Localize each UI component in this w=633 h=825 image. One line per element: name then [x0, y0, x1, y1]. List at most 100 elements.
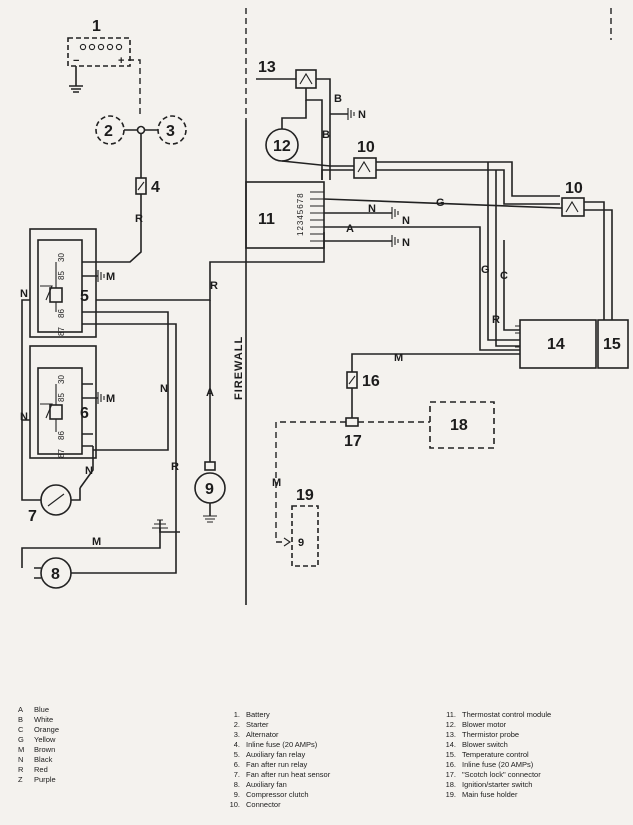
component-list-item-code: 14.: [445, 740, 456, 749]
ground-icon: [97, 270, 105, 282]
component-list-item-text: Blower motor: [462, 720, 507, 729]
color-key-item: N Black: [18, 755, 59, 765]
component-list-item: 1.Battery: [226, 710, 330, 720]
color-key-item-text: Blue: [34, 705, 50, 714]
wire-label-a: A: [206, 387, 214, 399]
component-list-item: 18.Ignition/starter switch: [442, 780, 551, 790]
component-list-item-text: Thermistor probe: [462, 730, 520, 739]
component-list-item-text: Compressor clutch: [246, 790, 309, 799]
color-key-item-text: White: [34, 715, 54, 724]
wire-label-r: R: [210, 280, 218, 292]
label-connector-upper: 10: [357, 139, 375, 156]
color-key-item-code: C: [18, 725, 24, 734]
wire-label-n: N: [402, 237, 410, 249]
ground-icon: [347, 108, 355, 120]
component-list-item-code: 9.: [233, 790, 240, 799]
wire-label-c: C: [500, 270, 508, 282]
wire-label-m: M: [272, 477, 281, 489]
pin-86: 86: [57, 309, 66, 318]
component-list-item: 7.Fan after run heat sensor: [226, 770, 330, 780]
wire-label-m: M: [106, 393, 115, 405]
main-fuse-pin: 9: [298, 537, 304, 549]
component-list-item-code: 8.: [233, 780, 240, 789]
label-alternator: 3: [166, 123, 175, 140]
component-list-item-code: 2.: [233, 720, 240, 729]
pin-87: 87: [57, 327, 66, 336]
label-starter: 2: [104, 123, 113, 140]
ground-icon: [69, 85, 83, 93]
wiring-diagram: FIREWALL − + 1 2 3 4 R 30 85 86: [20, 8, 629, 605]
wire-label-r: R: [135, 213, 143, 225]
aux-fan-relay: 30 85 86 87 5 M N: [20, 228, 115, 338]
pin-85: 85: [57, 271, 66, 280]
ignition-starter-switch: 18: [429, 401, 495, 449]
color-key-item-code: A: [18, 705, 24, 714]
component-list-item: 14. Blower switch: [442, 740, 551, 750]
component-list-item-code: 17.: [445, 770, 456, 779]
color-key-item: A Blue: [18, 705, 59, 715]
color-key-item-code: B: [18, 715, 24, 724]
temperature-control: 15: [597, 319, 629, 369]
component-list-item-text: Alternator: [246, 730, 279, 739]
ground-icon: [97, 392, 105, 404]
color-key-item-code: R: [18, 765, 24, 774]
component-list-item-code: 13.: [445, 730, 456, 739]
component-list-item: 8. Auxiliary fan: [226, 780, 330, 790]
label-main-fuse-holder: 19: [296, 487, 314, 504]
wire-label-m: M: [394, 352, 403, 364]
label-blower-switch: 14: [547, 336, 565, 353]
fan-after-run-relay: 30 85 86 87 6 M N: [20, 345, 115, 459]
thermistor-probe: 13 B B N: [256, 59, 366, 180]
wire-label-n: N: [368, 203, 376, 215]
component-list-item-text: Temperature control: [462, 750, 529, 759]
component-list-item: 5.Auxiliary fan relay: [226, 750, 330, 760]
label-fuse-16: 16: [362, 373, 380, 390]
component-list-item-text: Inline fuse (20 AMPs): [246, 740, 318, 749]
component-list-item-text: Ignition/starter switch: [462, 780, 533, 789]
wire-label-n: N: [20, 411, 28, 423]
pin-30: 30: [57, 253, 66, 262]
wire-label-b: B: [334, 93, 342, 105]
blower-motor: 12: [265, 100, 354, 167]
component-list-item-code: 1.: [233, 710, 240, 719]
label-connector-right: 10: [565, 180, 583, 197]
blower-switch: 14 G C R: [481, 162, 597, 369]
component-list-item-code: 12.: [445, 720, 456, 729]
wire-label-m: M: [92, 536, 101, 548]
component-list-item: 17."Scotch lock" connector: [442, 770, 551, 780]
color-key-item-code: N: [18, 755, 24, 764]
color-key-item-text: Purple: [34, 775, 56, 784]
wire-label-r: R: [171, 461, 179, 473]
label-aux-fan: 8: [51, 566, 60, 583]
pin-85: 85: [57, 393, 66, 402]
ground-icon: [391, 207, 399, 219]
label-thermistor-probe: 13: [258, 59, 276, 76]
component-list-item-text: Fan after run relay: [246, 760, 308, 769]
component-list-item: 15.Temperature control: [442, 750, 551, 760]
battery-minus: −: [73, 55, 79, 67]
battery: − + 1: [67, 18, 141, 118]
compressor-clutch: A 9: [194, 300, 226, 523]
component-list-item-text: Fan after run heat sensor: [246, 770, 331, 779]
component-list-item-code: 10.: [229, 800, 240, 809]
label-after-run-relay: 6: [80, 405, 89, 422]
component-list-item: 9. Compressor clutch: [226, 790, 330, 800]
component-list-item: 16.Inline fuse (20 AMPs): [442, 760, 551, 770]
color-key-item-text: Red: [34, 765, 48, 774]
component-list-item-text: Blower switch: [462, 740, 508, 749]
component-list-item: 19.Main fuse holder: [442, 790, 551, 800]
color-key-item-code: Z: [18, 775, 23, 784]
component-list-item: 10.Connector: [226, 800, 330, 810]
wire-label-a: A: [346, 223, 354, 235]
wire-label-n: N: [20, 288, 28, 300]
component-list-item-text: Auxiliary fan relay: [246, 750, 306, 759]
color-key-item-text: Black: [34, 755, 53, 764]
scotch-lock-connector: 17: [344, 417, 362, 450]
module-pin-numbers: 12345678: [296, 192, 305, 236]
component-list-item-text: Auxiliary fan: [246, 780, 287, 789]
color-key-item: B White: [18, 715, 59, 725]
component-list-item-text: Starter: [246, 720, 269, 729]
